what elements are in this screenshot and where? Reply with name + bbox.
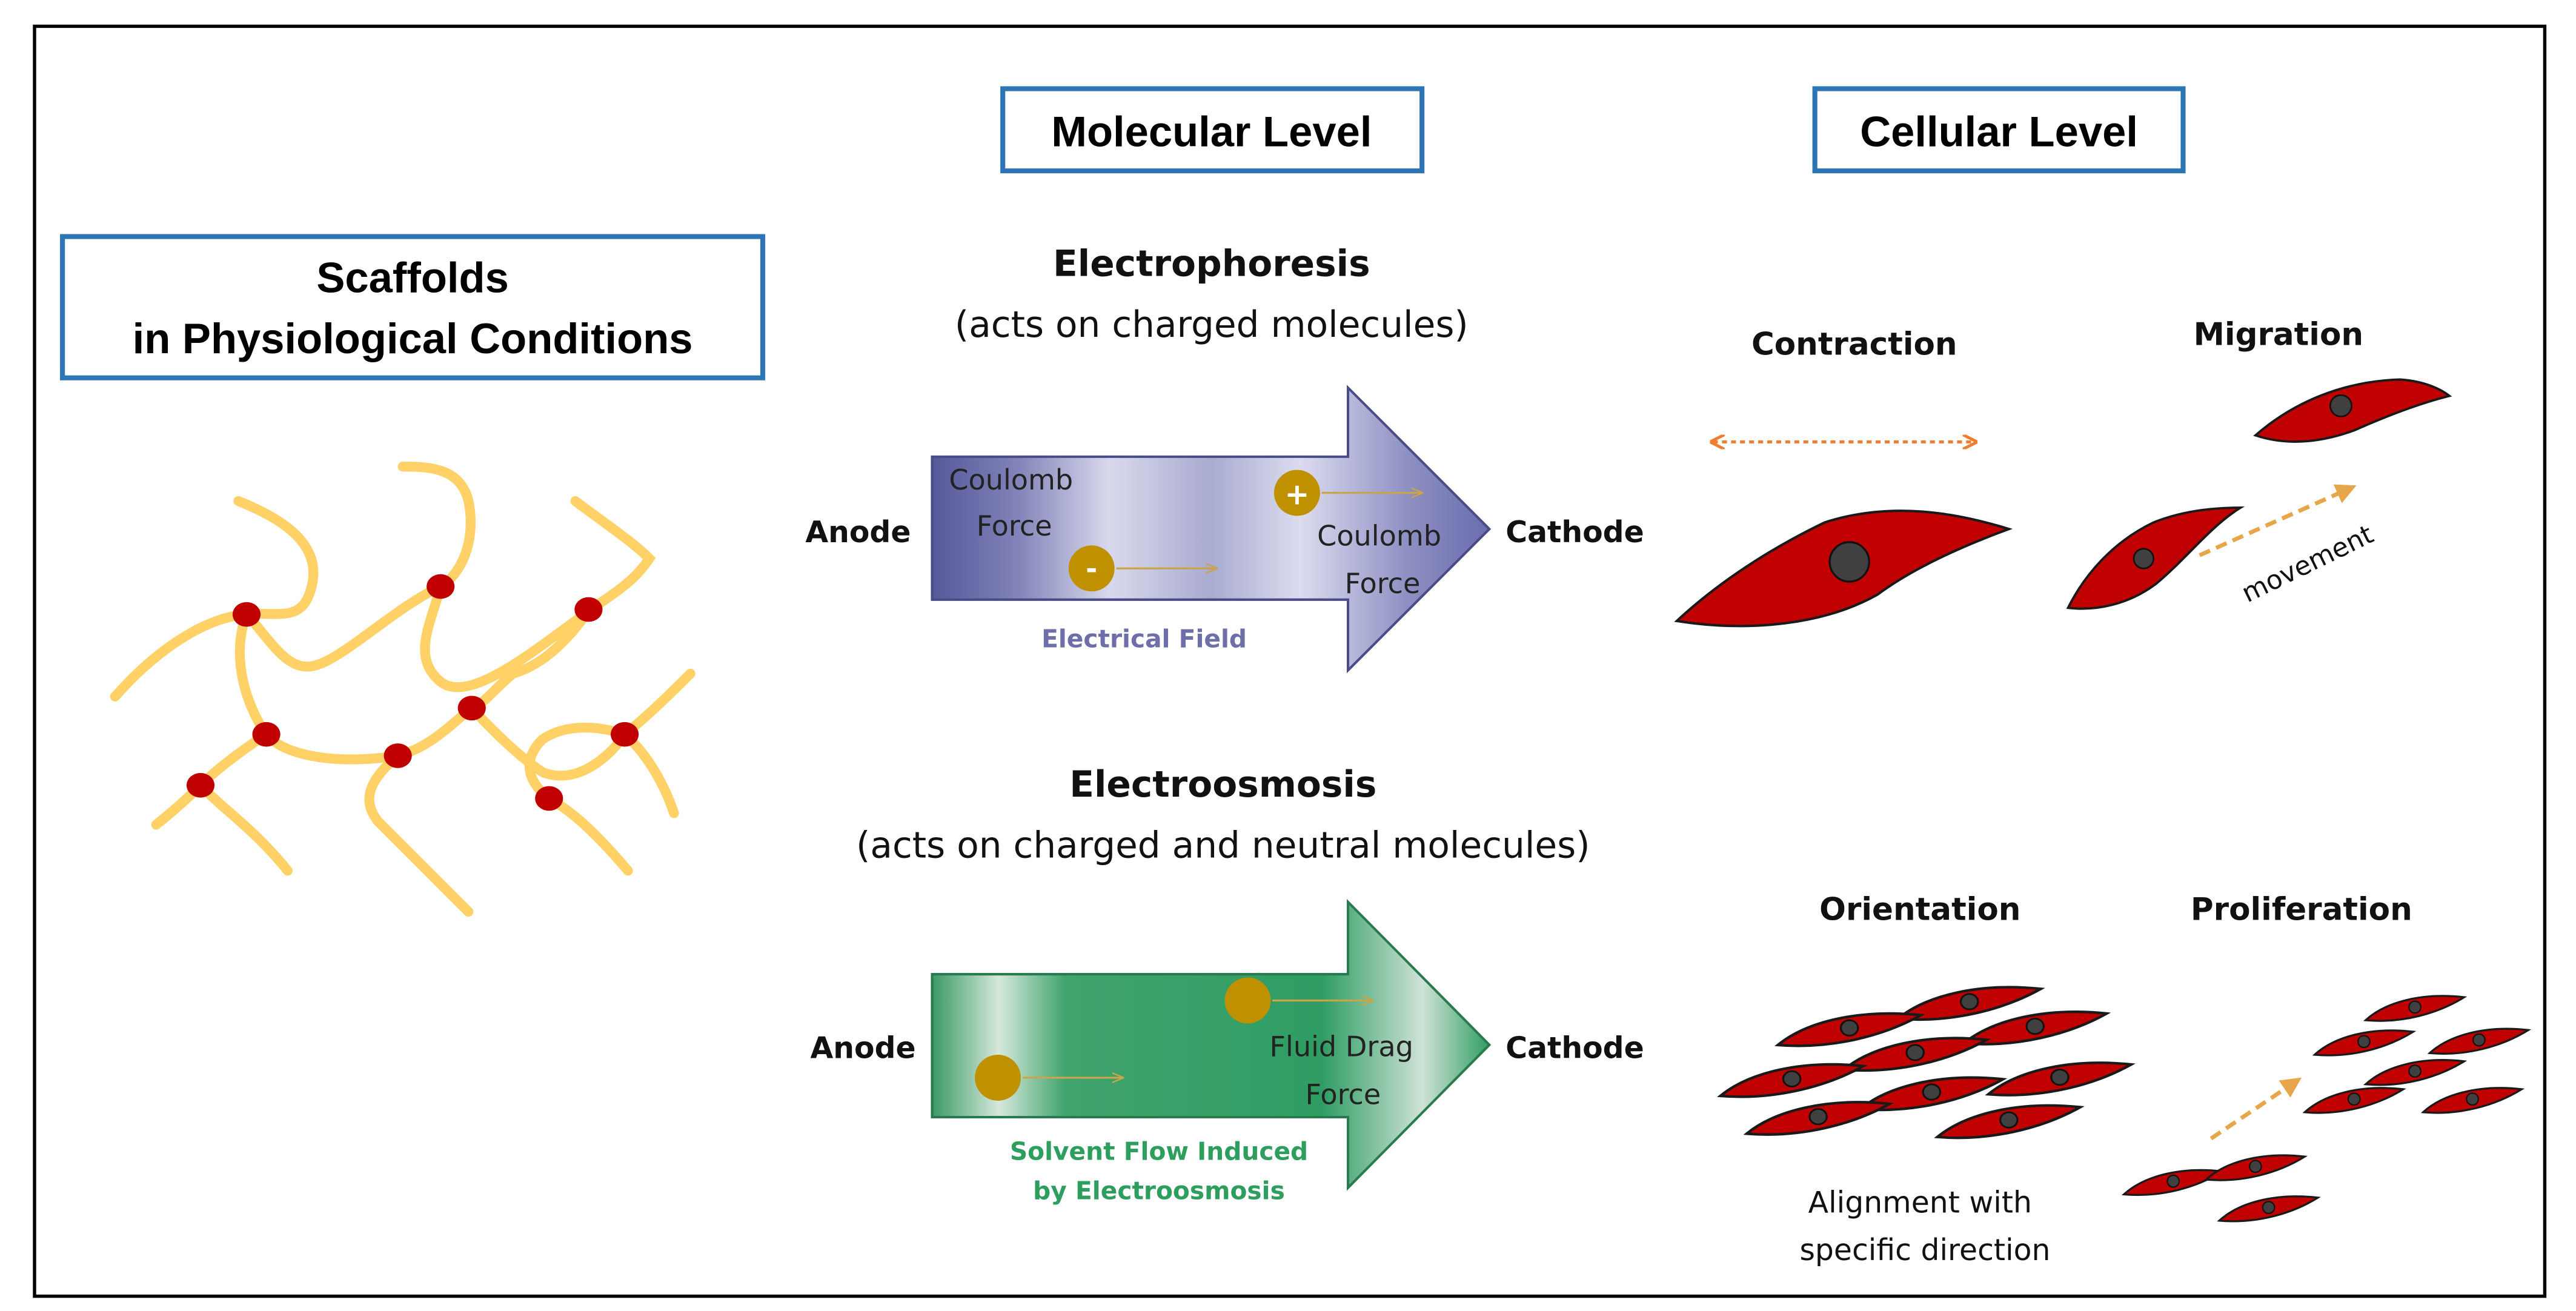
migration-cell-end (2253, 378, 2452, 443)
scaffold-crosslinks (186, 574, 639, 811)
movement-arrow (2199, 484, 2357, 557)
oriented-cell (1937, 1106, 2080, 1138)
oriented-cells (1721, 987, 2131, 1138)
scaffold-network (110, 462, 695, 917)
proliferation-cell (2218, 1195, 2319, 1223)
proliferation-cell (2365, 1059, 2466, 1086)
alignment-label-line1: Alignment with (1808, 1185, 2032, 1220)
electroosmosis-title: Electroosmosis (1069, 764, 1376, 806)
migration-cell-start (2066, 506, 2245, 610)
contraction-label: Contraction (1751, 327, 1957, 363)
positive-particle (1273, 470, 1320, 516)
cellular-level-header: Cellular Level (1812, 86, 2186, 174)
contraction-cell (1674, 509, 2013, 628)
migration-label: Migration (2194, 316, 2363, 353)
electroosmosis-anode-label: Anode (810, 1031, 915, 1065)
neutral-particle-left (975, 1054, 1021, 1101)
electrophoresis-cathode-label: Cathode (1505, 515, 1644, 549)
coulomb-force-left-line1: Coulomb (949, 463, 1073, 496)
oriented-cell (1988, 1063, 2131, 1095)
electrical-field-label: Electrical Field (1041, 624, 1247, 653)
proliferation-cell (2422, 1087, 2523, 1114)
proliferation-cell (2365, 995, 2466, 1022)
cellular-level-title: Cellular Level (1860, 107, 2138, 155)
oriented-cell (1747, 1102, 1890, 1134)
electroosmosis-subtitle: (acts on charged and neutral molecules) (856, 825, 1590, 867)
movement-label: movement (2237, 519, 2378, 609)
scaffolds-title-line2: in Physiological Conditions (133, 314, 693, 362)
proliferation-arrow (2209, 1077, 2302, 1141)
negative-sign: - (1086, 553, 1097, 585)
proliferation-label: Proliferation (2191, 892, 2412, 928)
molecular-level-header: Molecular Level (1000, 86, 1425, 174)
solvent-flow-label-line2: by Electroosmosis (1033, 1177, 1285, 1206)
scaffolds-header: Scaffolds in Physiological Conditions (60, 234, 766, 380)
proliferation-cell (2205, 1154, 2306, 1181)
fluid-drag-line1: Fluid Drag (1270, 1031, 1413, 1063)
electrophoresis-anode-label: Anode (805, 515, 911, 549)
electrophoresis-arrow (931, 385, 1492, 674)
fluid-drag-line2: Force (1305, 1078, 1381, 1110)
outer-frame (33, 24, 2547, 1298)
coulomb-force-right-line2: Force (1345, 567, 1421, 600)
neutral-particle-right (1224, 977, 1271, 1024)
proliferation-cells-after (2303, 995, 2529, 1114)
oriented-cell (1778, 1014, 1921, 1046)
electrophoresis-subtitle: (acts on charged molecules) (955, 304, 1469, 346)
solvent-flow-label-line1: Solvent Flow Induced (1010, 1137, 1308, 1166)
electroosmosis-cathode-label: Cathode (1505, 1031, 1644, 1065)
positive-sign: + (1284, 477, 1309, 512)
alignment-label-line2: specific direction (1799, 1233, 2050, 1267)
scaffolds-title-line1: Scaffolds (316, 254, 508, 302)
proliferation-cell (2123, 1169, 2224, 1196)
proliferation-cell (2428, 1027, 2529, 1055)
electrophoresis-title: Electrophoresis (1053, 244, 1370, 285)
electroosmosis-arrow (931, 898, 1492, 1191)
coulomb-force-right-line1: Coulomb (1317, 519, 1441, 552)
proliferation-cell (2303, 1087, 2405, 1114)
proliferation-cells-before (2123, 1154, 2319, 1223)
oriented-cell (1721, 1064, 1864, 1097)
coulomb-force-left-line2: Force (977, 509, 1052, 542)
negative-particle (1068, 545, 1115, 592)
orientation-label: Orientation (1819, 892, 2020, 928)
molecular-level-title: Molecular Level (1051, 107, 1372, 155)
proliferation-cell (2313, 1029, 2414, 1057)
